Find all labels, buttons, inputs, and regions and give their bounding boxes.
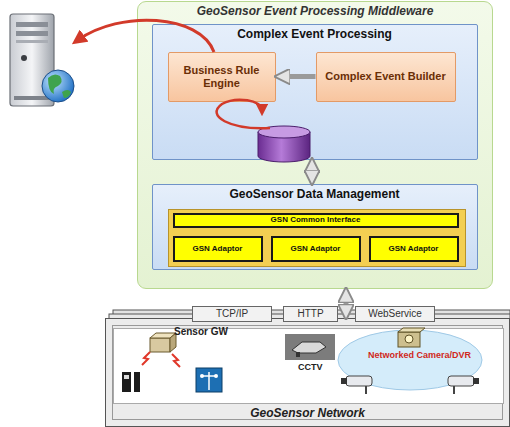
box-label: Complex Event Builder [325, 70, 445, 83]
flow-arrow [310, 161, 315, 183]
loop-arrow [217, 100, 270, 128]
protocol-box: HTTP [283, 306, 338, 322]
device-label: Networked Camera/DVR [368, 350, 471, 360]
panel-title: GeoSensor Event Processing Middleware [138, 2, 492, 19]
sensor-gateway-icon [150, 333, 176, 352]
cctv-icon [285, 334, 335, 360]
box-label: GSN Adaptor [389, 244, 439, 253]
panel-title: GeoSensor Network [106, 407, 509, 421]
middleware-panel: GeoSensor Event Processing MiddlewareCom… [137, 1, 493, 289]
adaptor-box: GSN Adaptor [173, 236, 263, 262]
box-label: GSN Adaptor [193, 244, 243, 253]
output-arrow [78, 20, 214, 52]
dvr-icon [398, 328, 425, 347]
device-label: Sensor GW [174, 326, 228, 337]
panel-title: Complex Event Processing [153, 25, 477, 42]
adaptor-box: GSN Adaptor [271, 236, 361, 262]
box-label: WebService [368, 308, 422, 320]
process-box: Complex Event Builder [316, 52, 456, 102]
flow-arrow [278, 74, 316, 79]
database-cylinder [258, 126, 310, 162]
wireless-link [142, 352, 150, 365]
protocol-box: TCP/IP [192, 306, 272, 322]
processing-box: Complex Event ProcessingBusiness Rule En… [152, 24, 478, 160]
wireless-link [172, 354, 180, 367]
panel-title: GeoSensor Data Management [153, 185, 477, 202]
protocol-box: WebService [355, 306, 435, 322]
box-label: TCP/IP [216, 308, 248, 320]
network-camera-icon [341, 376, 372, 394]
process-box: Business Rule Engine [168, 52, 276, 102]
weather-station-icon [196, 368, 222, 392]
sensor-node-icon [122, 372, 140, 392]
interface-band: GSN Common Interface [173, 213, 459, 228]
server-icon [10, 14, 74, 106]
network-camera-icon [448, 376, 479, 394]
management-box: GeoSensor Data ManagementGSN Common Inte… [152, 184, 478, 270]
adaptor-box: GSN Adaptor [369, 236, 459, 262]
flow-arrow [344, 290, 349, 317]
device-label: CCTV [298, 362, 323, 372]
box-label: GSN Common Interface [271, 215, 361, 224]
box-label: Business Rule Engine [173, 64, 271, 89]
box-label: HTTP [297, 308, 323, 320]
box-label: GSN Adaptor [291, 244, 341, 253]
camera-network-area [338, 330, 482, 390]
